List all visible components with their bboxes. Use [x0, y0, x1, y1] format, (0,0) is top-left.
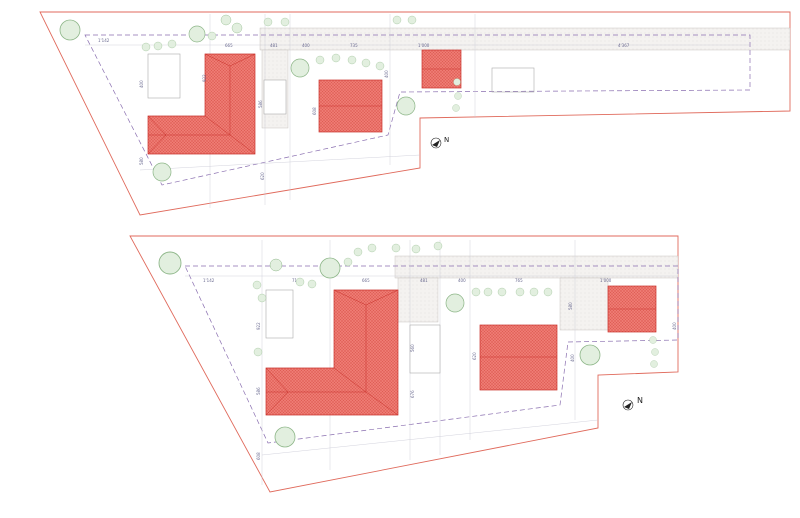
north-label: N — [444, 136, 449, 144]
access-path-branch — [397, 277, 439, 323]
dim-label: 481 — [420, 278, 428, 283]
dim-label: 586 — [258, 100, 263, 108]
dim-label: 400 — [458, 278, 466, 283]
dim-label: 400 — [139, 80, 144, 88]
dim-label: 580 — [568, 302, 573, 310]
house-l-roof — [147, 53, 256, 155]
dim-label: 400 — [384, 70, 389, 78]
parking-box — [263, 79, 287, 115]
dim-label: 1'142 — [203, 278, 215, 283]
parcel-boundary — [39, 11, 791, 216]
dim-label: 608 — [312, 107, 317, 115]
dim-label: 1'142 — [98, 38, 110, 43]
dim-label: 608 — [256, 452, 261, 460]
shed-box — [491, 67, 535, 93]
dimension-labels: 1'142 712 665 481 400 765 1'000 922 586 … — [203, 278, 677, 460]
north-arrow: N — [430, 136, 449, 149]
north-arrow: N — [622, 396, 643, 411]
dim-label: 560 — [410, 344, 415, 352]
dim-label: 665 — [362, 278, 370, 283]
plan-bottom: 1'142 712 665 481 400 765 1'000 922 586 … — [129, 235, 679, 493]
dim-label: 712 — [292, 278, 300, 283]
access-path-end — [559, 277, 609, 331]
dim-label: 1'000 — [600, 278, 612, 283]
dim-label: 586 — [256, 387, 261, 395]
dim-label: 620 — [472, 352, 477, 360]
garden-box — [147, 53, 181, 99]
dim-label: 765 — [515, 278, 523, 283]
dim-label: 922 — [202, 74, 207, 82]
house-l-roof — [265, 289, 399, 416]
setback-line — [184, 265, 679, 444]
parcel-boundary — [129, 235, 679, 493]
access-path — [394, 255, 679, 279]
access-path — [259, 27, 791, 51]
dim-label: 400 — [570, 354, 575, 362]
house-b-roof — [479, 324, 558, 391]
dim-label: 400 — [302, 43, 310, 48]
plan-top: 1'142 665 481 400 735 1'000 4'367 922 58… — [39, 11, 791, 216]
dim-label: 922 — [256, 322, 261, 330]
dim-label: 400 — [672, 322, 677, 330]
dim-label: 620 — [260, 172, 265, 180]
parking-box — [409, 324, 441, 374]
dim-label: 1'000 — [418, 43, 430, 48]
dim-label: 676 — [410, 390, 415, 398]
dim-label: 481 — [270, 43, 278, 48]
garden-box — [265, 289, 294, 339]
dimension-labels: 1'142 665 481 400 735 1'000 4'367 922 58… — [98, 38, 630, 180]
dim-label: 4'367 — [618, 43, 630, 48]
setback-line — [84, 34, 751, 186]
dim-label: 735 — [350, 43, 358, 48]
dim-label: 665 — [225, 43, 233, 48]
grid-lines — [85, 14, 750, 208]
dim-label: 580 — [139, 157, 144, 165]
north-label: N — [637, 396, 643, 405]
